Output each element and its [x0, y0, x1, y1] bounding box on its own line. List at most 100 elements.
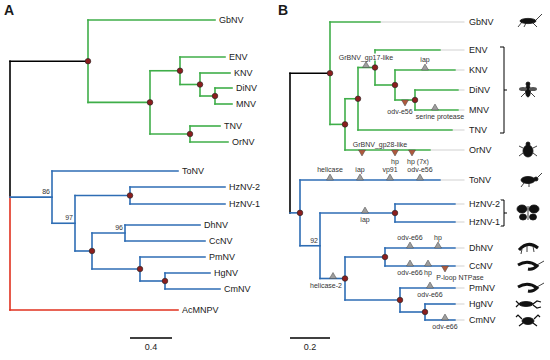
node-dot	[85, 58, 91, 64]
gain-triangle	[330, 273, 337, 279]
taxon-label: OrNV	[231, 138, 256, 147]
beetle-icon	[521, 173, 542, 187]
crayfish-icon	[516, 301, 541, 308]
branch	[165, 288, 220, 290]
event-label: iap	[419, 56, 430, 63]
branch	[124, 225, 126, 241]
loss-triangle	[409, 150, 416, 156]
tip-leader	[456, 288, 464, 289]
branch	[9, 197, 11, 310]
fly-icon	[519, 82, 537, 97]
taxon-label: KNV	[233, 69, 254, 78]
scale-bar	[130, 337, 172, 338]
node-dot	[162, 278, 168, 284]
branch	[290, 72, 330, 74]
taxon-label: ENV	[228, 53, 249, 62]
support-label: 97	[65, 214, 73, 221]
node-dot	[355, 96, 361, 102]
amphipod-icon	[519, 244, 538, 254]
node-dot	[177, 68, 183, 74]
event-label: helicase-2	[309, 281, 343, 288]
branch	[190, 125, 220, 127]
branch	[385, 247, 455, 249]
taxon-label: PmNV	[208, 253, 236, 262]
gain-triangle	[363, 62, 370, 68]
branch	[10, 60, 88, 62]
taxon-label: DhNV	[203, 221, 229, 230]
branch	[330, 21, 380, 23]
support-label: 86	[42, 188, 50, 195]
node-dot	[342, 276, 348, 282]
branch	[375, 49, 440, 51]
branch	[289, 73, 291, 213]
butterfly-icon	[517, 205, 539, 220]
tip-leader	[456, 304, 464, 305]
node-dot	[372, 65, 378, 71]
gain-triangle	[362, 207, 369, 213]
branch	[345, 256, 385, 258]
gain-triangle	[442, 314, 449, 320]
taxon-label: HgNV	[213, 269, 239, 278]
taxon-label: ToNV	[181, 167, 205, 176]
taxon-label: PmNV	[468, 284, 496, 293]
scale-label: 0.2	[304, 343, 317, 352]
taxon-label: TNV	[223, 122, 243, 131]
branch	[130, 186, 225, 188]
tip-leader	[459, 90, 464, 91]
taxon-label: MNV	[235, 100, 257, 109]
branch	[10, 196, 52, 198]
node-dot	[327, 70, 333, 76]
gain-triangle	[387, 174, 394, 180]
tip-leader	[381, 22, 464, 23]
taxon-label: ToNV	[468, 176, 492, 185]
node-dot	[422, 309, 428, 315]
node-dot	[187, 131, 193, 137]
branch	[215, 87, 232, 89]
branch	[92, 268, 140, 270]
branch	[74, 196, 76, 252]
node-dot	[297, 210, 303, 216]
node-dot	[89, 248, 95, 254]
cricket-icon	[518, 14, 542, 27]
branch	[190, 141, 228, 143]
event-label: vp91	[381, 166, 398, 173]
branch	[150, 70, 180, 72]
branch	[10, 309, 178, 311]
gain-triangle	[432, 104, 439, 110]
gain-triangle	[427, 282, 434, 288]
node-dot	[412, 97, 418, 103]
taxon-label: GbNV	[218, 16, 245, 25]
branch	[125, 240, 205, 242]
branch	[88, 102, 150, 104]
loss-triangle	[402, 100, 409, 106]
beetle-icon	[519, 142, 537, 157]
branch	[395, 203, 455, 205]
crab-icon	[516, 315, 540, 326]
branch	[9, 61, 11, 197]
scale-bar	[290, 337, 330, 338]
taxon-label: ENV	[468, 46, 489, 55]
tip-leader	[441, 180, 464, 181]
tip-leader	[456, 266, 464, 267]
branch	[400, 311, 425, 313]
taxon-label: TNV	[468, 126, 488, 135]
gain-triangle	[407, 260, 414, 266]
gain-triangle	[327, 174, 334, 180]
branch	[319, 213, 321, 279]
branch	[75, 195, 130, 197]
support-label: 96	[115, 224, 123, 231]
branch	[415, 89, 458, 91]
bracket	[500, 200, 507, 226]
event-label: iap	[354, 166, 365, 173]
gain-triangle	[425, 260, 432, 266]
event-label: odv-e66	[396, 269, 423, 276]
event-label: iap	[359, 216, 370, 223]
branch	[165, 272, 210, 274]
loss-triangle	[392, 150, 399, 156]
branch	[92, 232, 125, 234]
node-dot	[392, 210, 398, 216]
taxon-label: MNV	[468, 106, 490, 115]
tip-leader	[456, 70, 464, 71]
event-label: hp	[423, 269, 433, 276]
